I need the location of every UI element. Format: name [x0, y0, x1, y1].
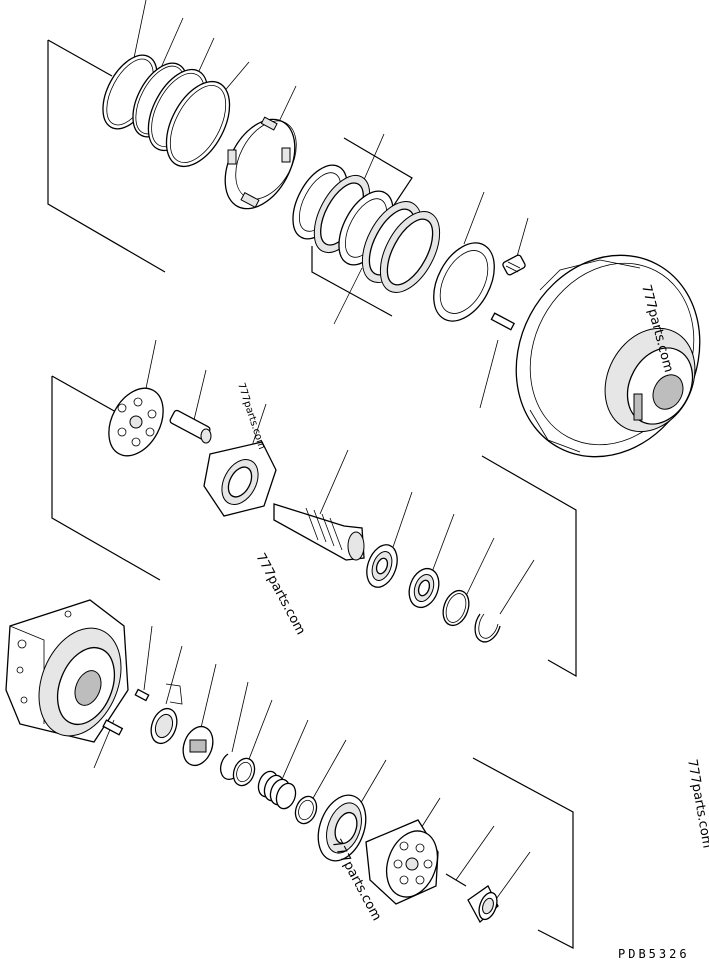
brake-piston: [224, 116, 297, 210]
dowel-pin-top: [490, 312, 515, 331]
valve-plate: [108, 387, 164, 457]
friction-disc-3: [379, 211, 441, 293]
spring-plate: [433, 242, 495, 322]
spherical-bushing: [467, 885, 499, 924]
spring: [257, 770, 297, 810]
seal-ring-top: [165, 80, 231, 168]
bushing: [150, 707, 178, 745]
swash-plate: [203, 441, 277, 517]
group-bracket-bottom: [472, 757, 574, 949]
roller-bearing-1: [366, 544, 398, 588]
washer-bottom: [232, 757, 256, 787]
needle-pin: [445, 873, 467, 887]
cylinder-block: [365, 819, 439, 905]
plug: [502, 254, 526, 276]
drawing-code: PDB5326: [618, 947, 690, 961]
retainer-plate: [182, 725, 214, 767]
retainer-ring-large: [317, 794, 367, 862]
group-bracket-plates: [311, 137, 413, 317]
center-shaft-pin: [169, 409, 212, 444]
watermark-3: 777parts.com: [252, 551, 308, 638]
leader-lines: [93, 0, 535, 903]
snap-ring-mid: [474, 613, 501, 643]
drive-shaft: [273, 503, 365, 561]
group-bracket-middle: [51, 375, 577, 678]
roller-bearing-2: [408, 567, 440, 609]
motor-housing: [515, 254, 701, 458]
watermark-4: 777parts.com: [684, 758, 709, 849]
retaining-ring-mid-1: [442, 589, 470, 627]
group-bracket-top: [47, 39, 166, 273]
washer-small: [294, 795, 318, 825]
pin-small: [134, 688, 150, 702]
pin-left: [102, 719, 124, 736]
valve-block: [5, 599, 129, 743]
